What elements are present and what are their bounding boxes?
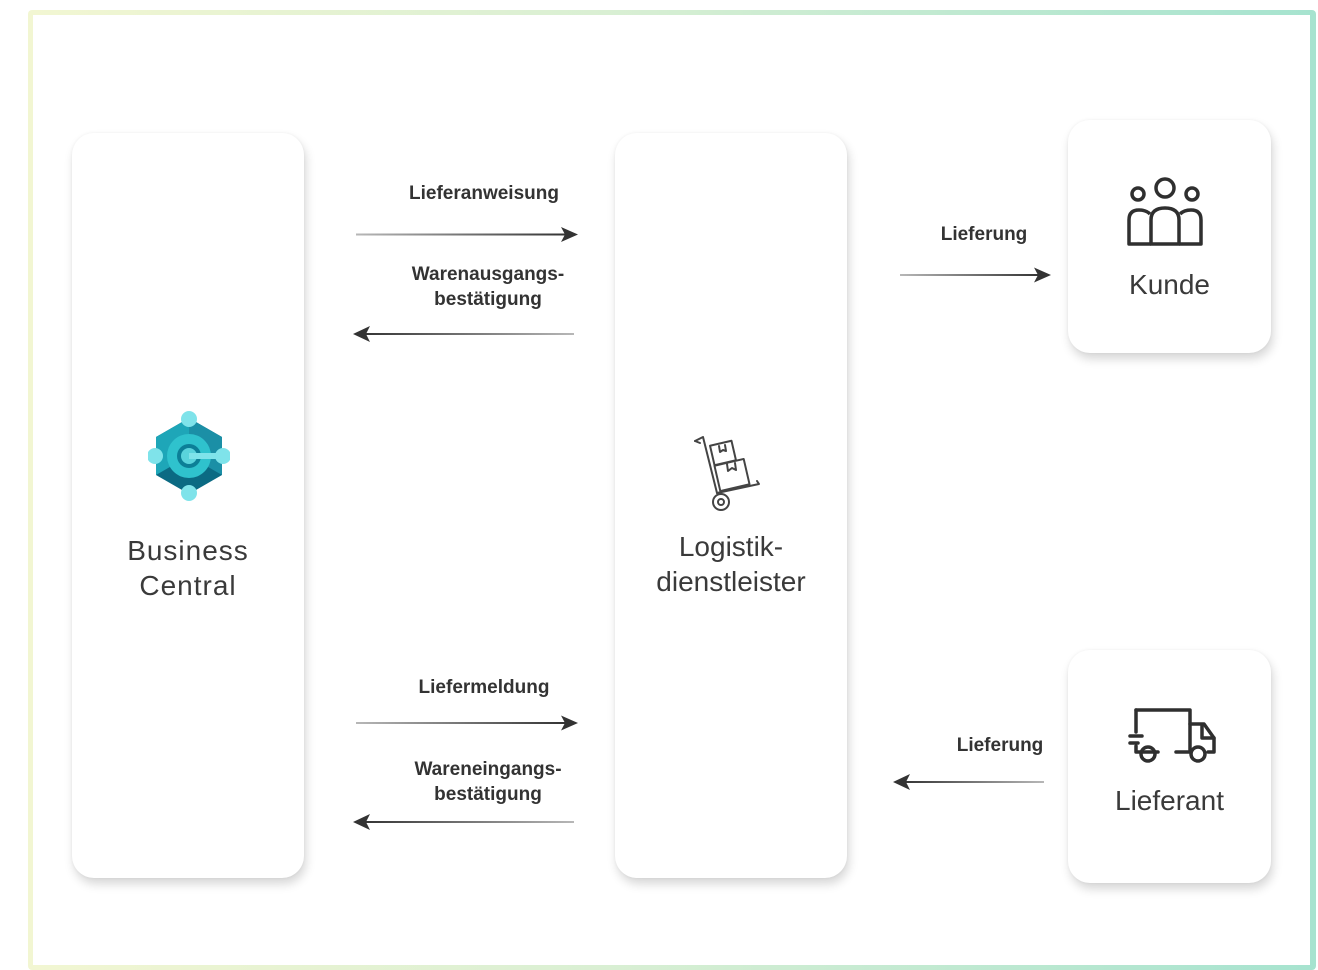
customer-card: Kunde: [1068, 120, 1271, 353]
arrow-delivery-to-customer: [900, 267, 1051, 283]
flow-label-goods-receipt-confirmation: Wareneingangs- bestätigung: [414, 759, 562, 805]
flow-label-delivery-from-supplier: Lieferung: [956, 735, 1044, 756]
logistics-provider-card: Logistik- dienstleister: [615, 133, 847, 878]
flow-label-delivery-to-customer: Lieferung: [940, 224, 1028, 245]
arrow-goods-issue-confirmation: [353, 326, 574, 342]
business-central-card: Business Central: [72, 133, 304, 878]
delivery-truck-icon: [1128, 708, 1216, 763]
flow-label-delivery-instruction: Lieferanweisung: [409, 183, 559, 204]
customer-label: Kunde: [1129, 269, 1210, 300]
hand-truck-icon: [694, 436, 760, 511]
arrow-delivery-from-supplier: [893, 774, 1044, 790]
flow-label-goods-issue-confirmation: Warenausgangs- bestätigung: [411, 264, 565, 310]
people-group-icon: [1127, 177, 1203, 246]
supplier-label: Lieferant: [1115, 785, 1224, 816]
business-central-logo-icon: [148, 411, 230, 501]
flow-label-delivery-notification: Liefermeldung: [418, 677, 550, 698]
logistics-provider-label: Logistik- dienstleister: [656, 531, 806, 597]
supplier-card: Lieferant: [1068, 650, 1271, 883]
arrow-delivery-notification: [356, 715, 578, 731]
arrow-goods-receipt-confirmation: [353, 814, 574, 830]
business-central-label: Business Central: [127, 535, 249, 601]
arrow-delivery-instruction: [356, 227, 578, 242]
